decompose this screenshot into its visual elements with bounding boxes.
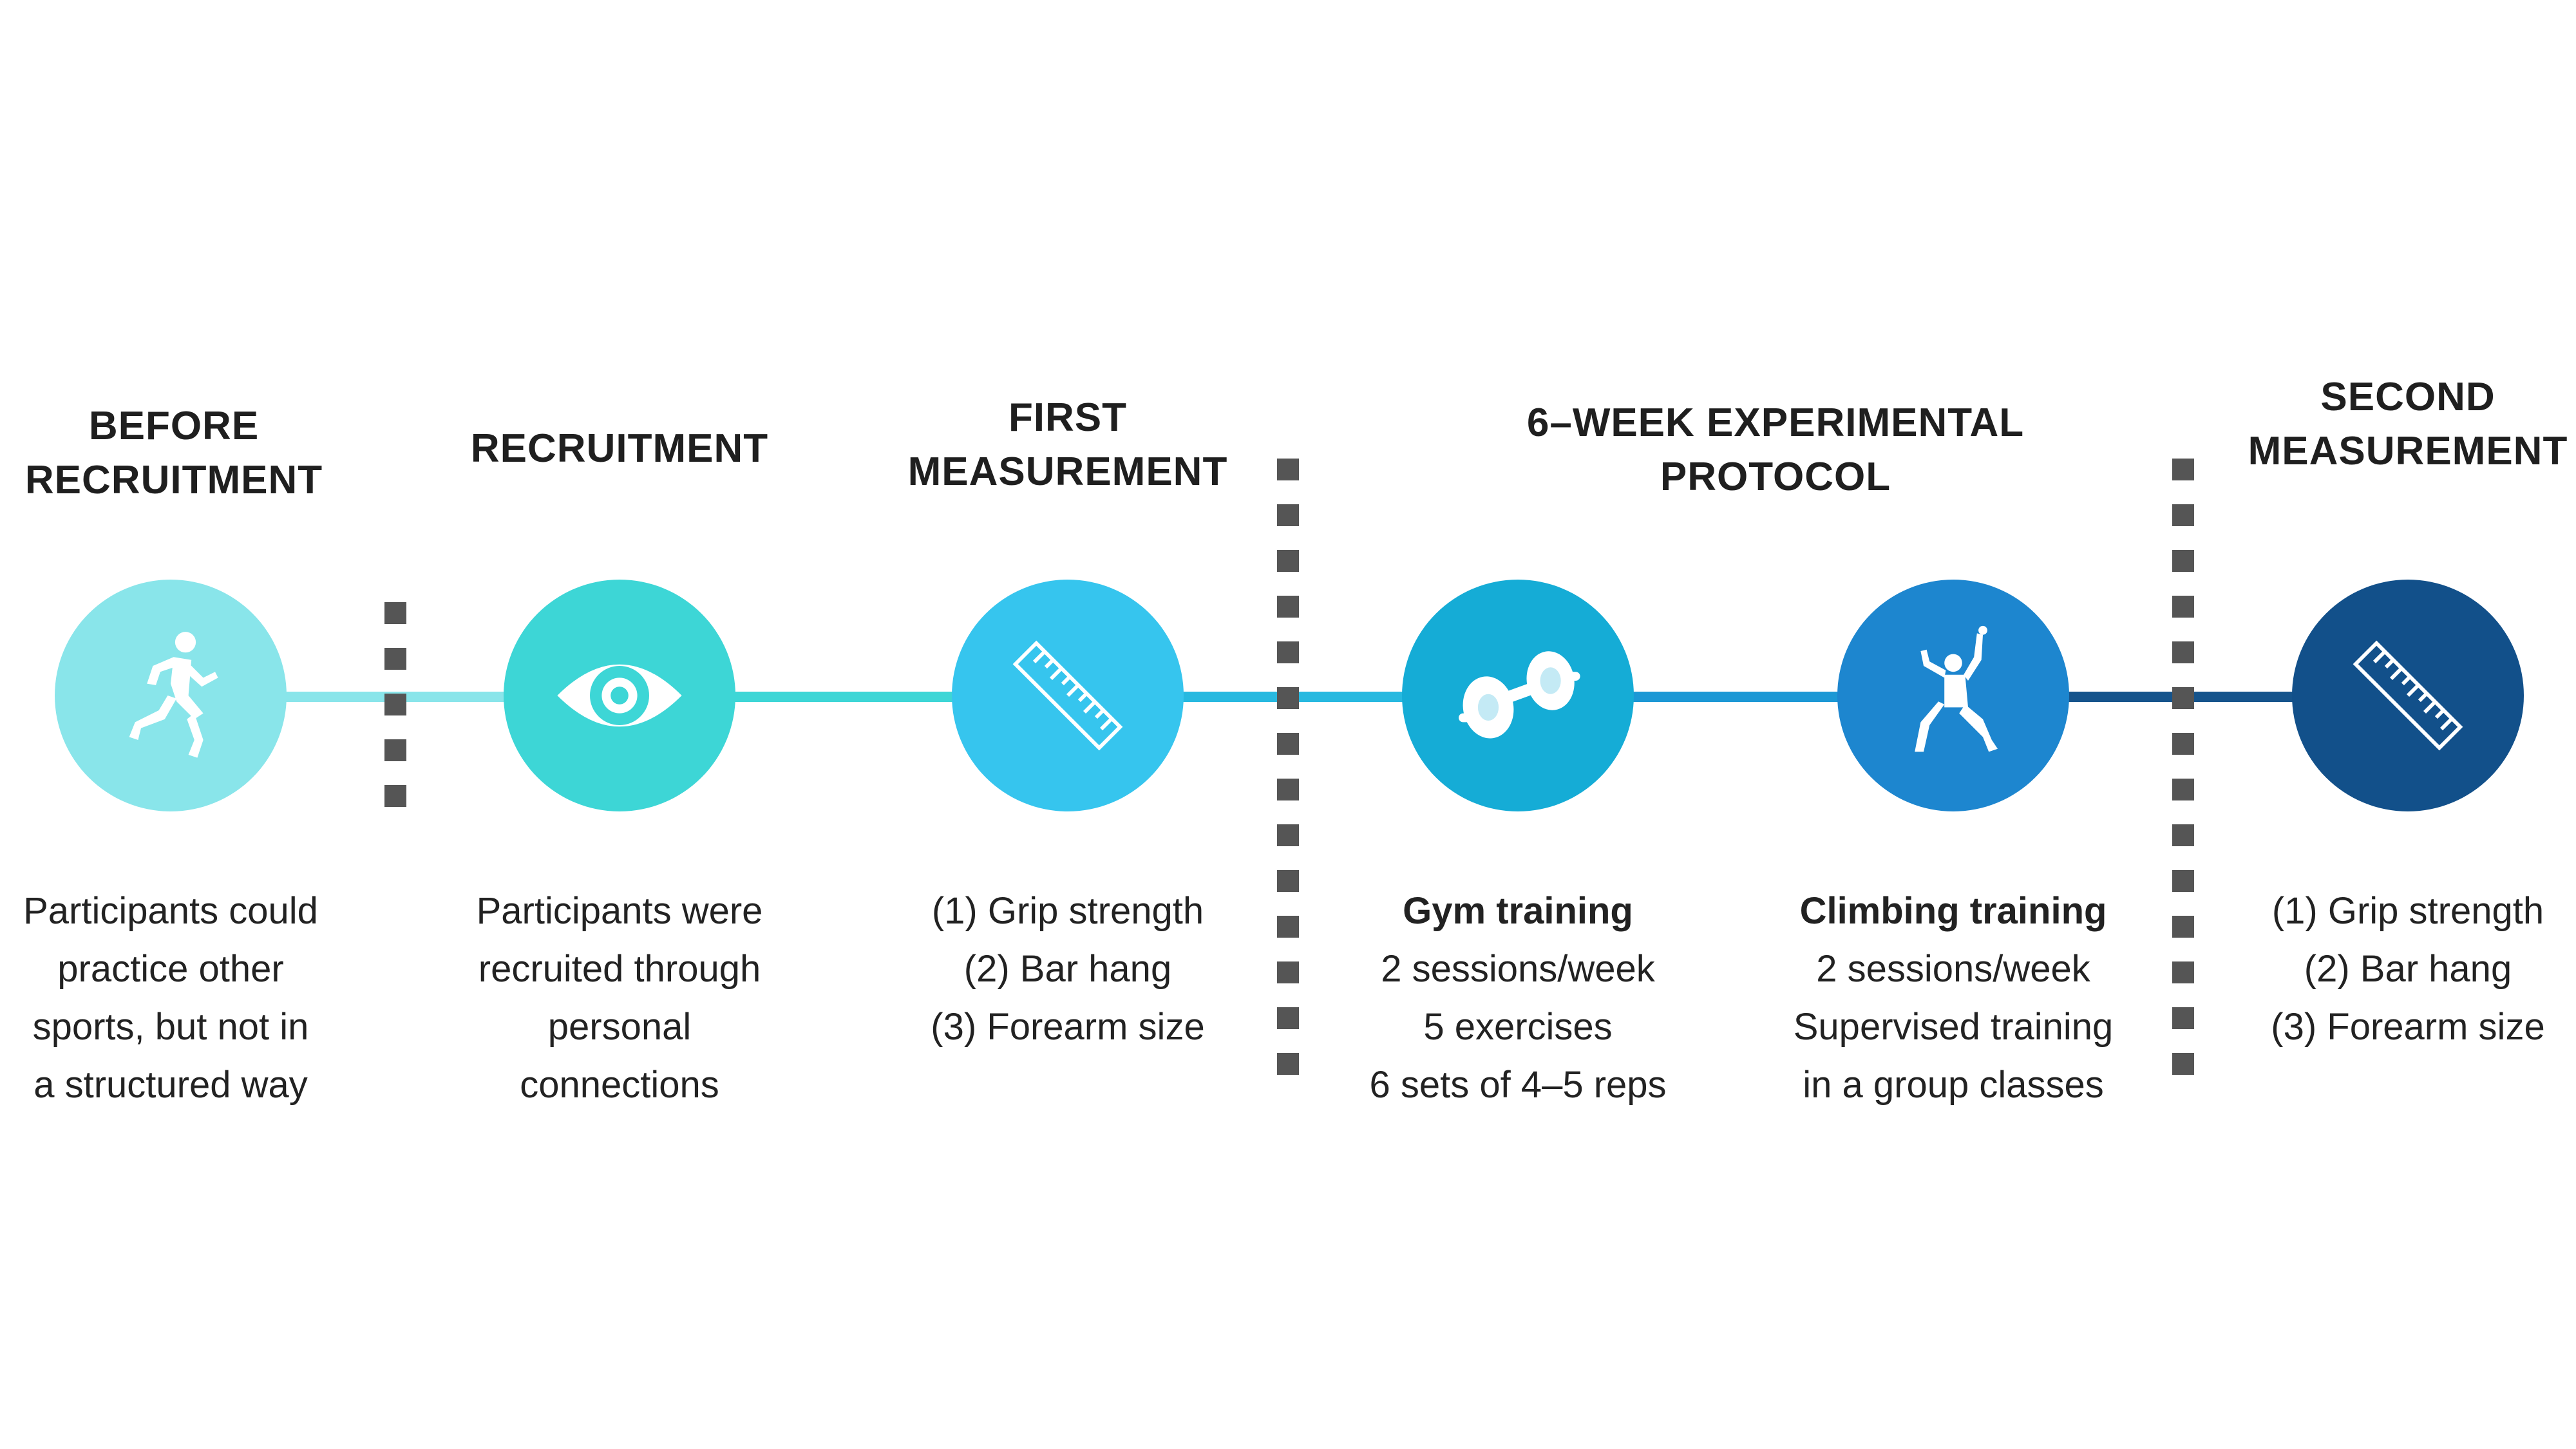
phase-divider (1277, 459, 1299, 1099)
phase-title-protocol: 6–WEEK EXPERIMENTAL PROTOCOL (1526, 401, 2025, 499)
gym-training-heading: Gym training (1403, 890, 1633, 932)
phase-divider (2172, 459, 2194, 1099)
climbing-training-heading: Climbing training (1799, 890, 2107, 932)
node-second-measurement (2292, 580, 2524, 811)
description-recruitment: Participants were recruited through pers… (476, 890, 763, 1106)
phase-title-first-measurement: FIRST MEASUREMENT (907, 395, 1228, 494)
node-climbing-training (1837, 580, 2069, 811)
node-recruitment (504, 580, 735, 811)
description-first-measurement: (1) Grip strength (2) Bar hang (3) Forea… (931, 890, 1205, 1048)
ruler-icon (2353, 640, 2463, 751)
description-gym-training: Gym training 2 sessions/week 5 exercises… (1369, 882, 1666, 1114)
description-climbing-training: Climbing training 2 sessions/week Superv… (1794, 882, 2114, 1114)
description-second-measurement: (1) Grip strength (2) Bar hang (3) Forea… (2271, 890, 2545, 1048)
climber-icon (1915, 625, 1998, 752)
phase-divider (384, 602, 406, 831)
ruler-icon (1012, 640, 1123, 751)
node-gym-training (1402, 580, 1634, 811)
dumbbell-icon (1459, 651, 1580, 739)
phase-title-recruitment: RECRUITMENT (470, 426, 769, 471)
node-first-measurement (952, 580, 1184, 811)
eye-icon (557, 664, 682, 727)
phase-title-second-measurement: SECOND MEASUREMENT (2248, 375, 2568, 473)
runner-icon (129, 632, 218, 758)
node-before-recruitment (55, 580, 287, 811)
phase-title-before: BEFORE RECRUITMENT (24, 404, 323, 502)
description-before-recruitment: Participants could practice other sports… (23, 890, 318, 1106)
